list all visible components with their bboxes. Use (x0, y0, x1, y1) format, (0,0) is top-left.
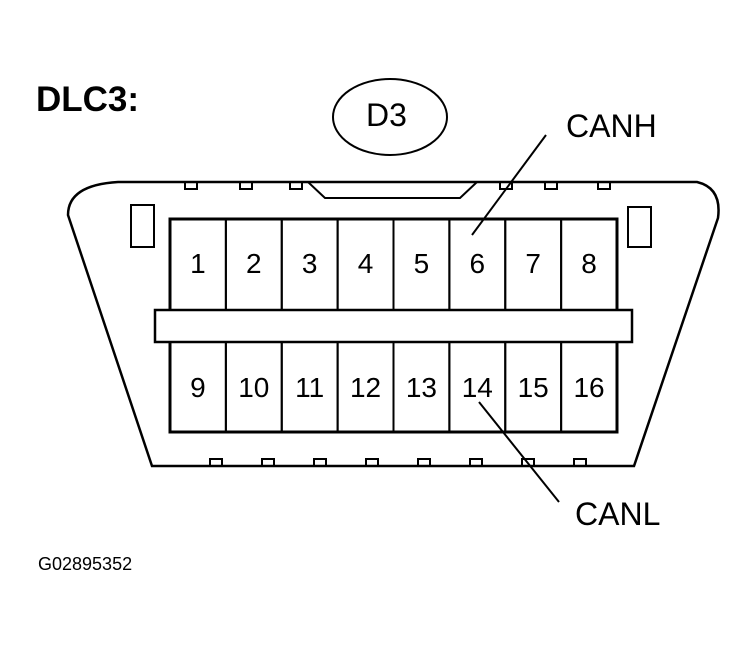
bottom-notches (209, 458, 587, 466)
canh-leader-line (471, 134, 547, 236)
right-latch (627, 206, 652, 248)
divider-bar (153, 308, 634, 344)
connector-code-oval (332, 78, 448, 156)
pin-number-label: 3 (302, 248, 318, 279)
connector-key (307, 181, 478, 199)
pin-number-label: 1 (190, 248, 206, 279)
pin-number-label: 10 (238, 372, 269, 403)
pin-number-label: 16 (573, 372, 604, 403)
pin-number-label: 14 (462, 372, 493, 403)
pin-number-label: 11 (295, 372, 324, 403)
bottom-row-pin-cell (560, 341, 618, 433)
connector-code-label: D3 (366, 97, 407, 133)
figure-id: G02895352 (38, 554, 133, 574)
bottom-notch (261, 458, 275, 466)
bottom-notch (313, 458, 327, 466)
bottom-notch (521, 458, 535, 466)
top-notch (597, 182, 611, 190)
canl-label: CANL (575, 496, 661, 532)
top-notch (184, 182, 198, 190)
top-notch (544, 182, 558, 190)
bottom-notch (469, 458, 483, 466)
bottom-notch (365, 458, 379, 466)
top-row-pin-cell (560, 218, 618, 311)
pin-number-label: 6 (470, 248, 486, 279)
top-notch (239, 182, 253, 190)
canh-label: CANH (566, 108, 657, 144)
top-notch (289, 182, 303, 190)
canl-leader-line (478, 401, 560, 503)
pin-number-label: 13 (406, 372, 437, 403)
connector-shell (66, 180, 720, 468)
pin-number-label: 12 (350, 372, 381, 403)
pin-number-label: 15 (518, 372, 549, 403)
bottom-notch (417, 458, 431, 466)
pin-number-label: 5 (414, 248, 430, 279)
pin-number-label: 9 (190, 372, 206, 403)
pin-number-label: 7 (525, 248, 541, 279)
left-latch (130, 204, 155, 248)
pin-number-label: 8 (581, 248, 597, 279)
bottom-notch (209, 458, 223, 466)
pin-number-label: 4 (358, 248, 374, 279)
connector-title: DLC3: (36, 80, 140, 119)
pin-number-label: 2 (246, 248, 262, 279)
bottom-notch (573, 458, 587, 466)
